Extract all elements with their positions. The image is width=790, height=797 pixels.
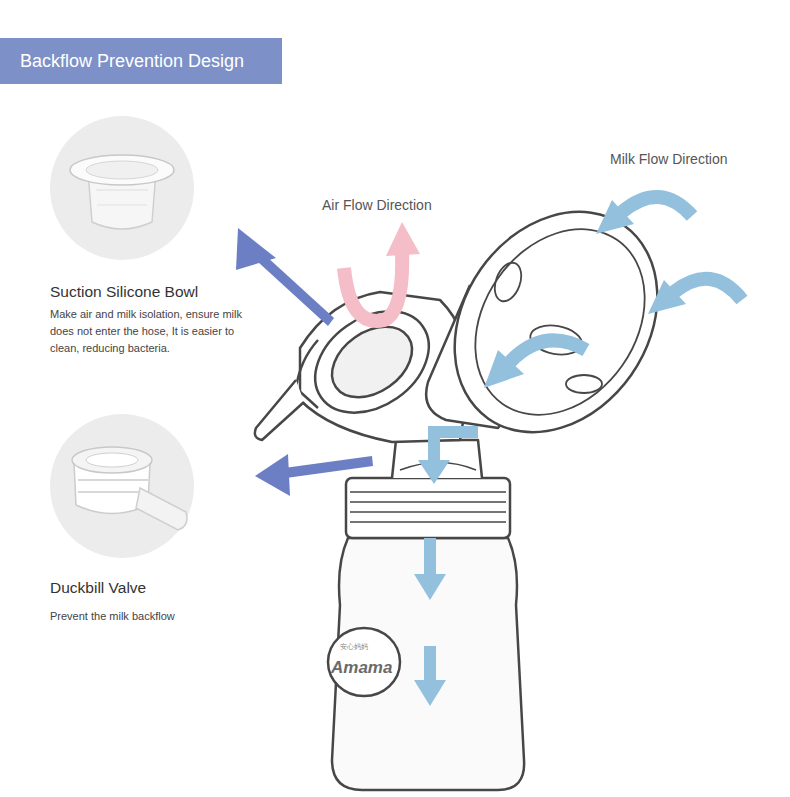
duckbill-valve — [72, 447, 187, 530]
silicone-bowl — [70, 155, 174, 229]
breast-pump — [255, 173, 699, 790]
title-banner: Backflow Prevention Design — [0, 38, 282, 84]
flow-label: Milk Flow Direction — [610, 151, 727, 167]
direction-arrow — [236, 228, 373, 496]
brand-mark: 安心妈妈 — [340, 642, 368, 652]
part-name: Duckbill Valve — [50, 579, 146, 597]
flow-label: Air Flow Direction — [322, 197, 432, 213]
title-text: Backflow Prevention Design — [20, 51, 244, 72]
valve-circle — [50, 414, 194, 558]
air-flow-arrow — [344, 222, 420, 321]
brand-name: Amama — [331, 658, 392, 678]
part-name: Suction Silicone Bowl — [50, 283, 198, 301]
bowl-circle — [50, 116, 194, 260]
milk-flow-arrow — [414, 197, 742, 706]
part-note: Prevent the milk backflow — [50, 610, 175, 622]
part-note: Make air and milk isolation, ensure milk… — [50, 306, 255, 357]
